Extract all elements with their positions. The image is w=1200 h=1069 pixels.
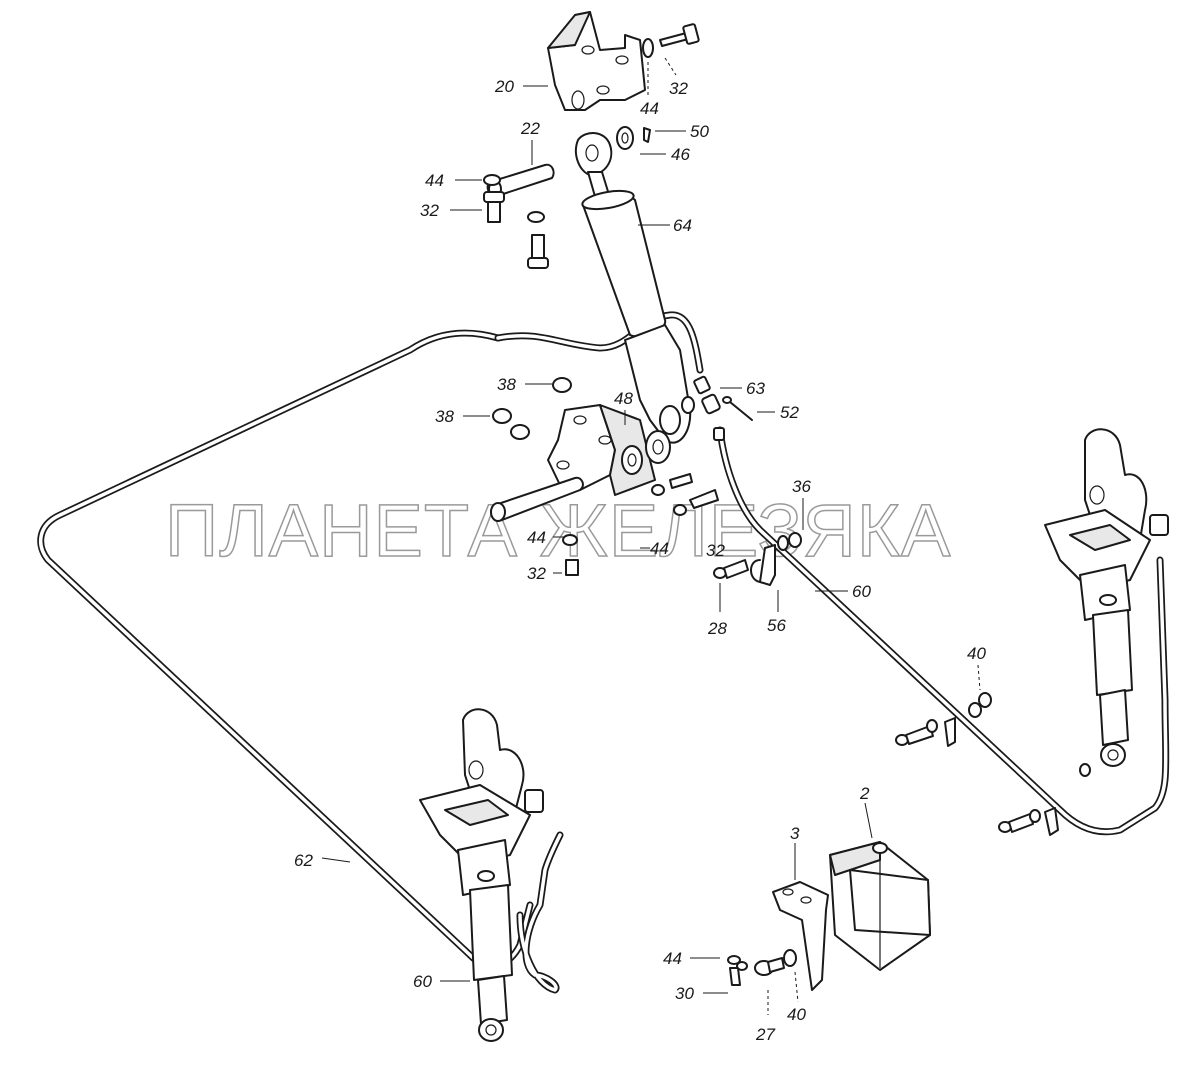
callout-44-left: 44 <box>425 171 444 190</box>
callout-40-right: 40 <box>967 644 986 663</box>
washer-46 <box>616 126 634 150</box>
callout-27: 27 <box>755 1025 775 1044</box>
callout-56: 56 <box>767 616 786 635</box>
callout-50: 50 <box>690 122 709 141</box>
upper-bracket-part-20 <box>547 11 646 111</box>
bolt-part-28 <box>713 559 749 579</box>
callout-32-mid: 32 <box>706 541 725 560</box>
nut-left <box>527 211 545 223</box>
right-cab-support <box>1044 428 1169 767</box>
clamps-right <box>895 692 1091 836</box>
callout-2: 2 <box>859 784 870 803</box>
cotter-pin-52 <box>722 396 753 421</box>
callout-60-left: 60 <box>413 972 432 991</box>
callout-30: 30 <box>675 984 694 1003</box>
watermark-text: ПЛАНЕТА ЖЕЛЕЗЯКА <box>165 489 951 572</box>
callout-labels: 20 32 44 22 50 46 44 32 64 38 38 48 63 5… <box>294 77 986 1044</box>
callout-36: 36 <box>792 477 811 496</box>
washer-44-left <box>483 174 501 186</box>
valve-box-part-2 <box>829 841 931 971</box>
bolt-32-top <box>659 23 700 47</box>
callout-46: 46 <box>671 145 690 164</box>
bolt-vertical <box>527 234 549 269</box>
callout-32-bottom-mid: 32 <box>527 564 546 583</box>
callout-63: 63 <box>746 379 765 398</box>
mount-bracket-part-3 <box>772 881 829 991</box>
bottom-bolts-27-30-40-44 <box>727 949 797 986</box>
callout-60-right: 60 <box>852 582 871 601</box>
clamp-part-56 <box>750 544 776 586</box>
callout-40-bottom: 40 <box>787 1005 806 1024</box>
callout-44-mid: 44 <box>650 539 669 558</box>
callout-3: 3 <box>790 824 800 843</box>
callout-48: 48 <box>614 389 633 408</box>
nut-36 <box>777 532 802 551</box>
callout-52: 52 <box>780 403 799 422</box>
fittings-63 <box>681 375 725 441</box>
callout-20: 20 <box>494 77 514 96</box>
small-bolts-mid <box>562 473 719 576</box>
callout-22: 22 <box>520 119 540 138</box>
callout-44-mid-left: 44 <box>527 528 546 547</box>
cotter-pin-50 <box>643 127 651 143</box>
left-cab-support <box>419 708 544 1042</box>
nuts-38 <box>492 377 572 440</box>
tilt-cylinder-part-64 <box>574 132 692 444</box>
callout-64: 64 <box>673 216 692 235</box>
callout-44-bottom: 44 <box>663 949 682 968</box>
tube-60-right <box>716 426 1170 836</box>
callout-32-left: 32 <box>420 201 439 220</box>
callout-32-top: 32 <box>669 79 688 98</box>
washer-44-top <box>642 38 654 58</box>
bolt-32-left <box>483 191 505 223</box>
callout-44-top: 44 <box>640 99 659 118</box>
callout-38-left: 38 <box>435 407 454 426</box>
mid-pin <box>490 476 584 522</box>
washers-48 <box>621 430 671 475</box>
leader-lines <box>321 57 981 1015</box>
callout-28: 28 <box>707 619 727 638</box>
callout-38-top: 38 <box>497 375 516 394</box>
callout-62: 62 <box>294 851 313 870</box>
